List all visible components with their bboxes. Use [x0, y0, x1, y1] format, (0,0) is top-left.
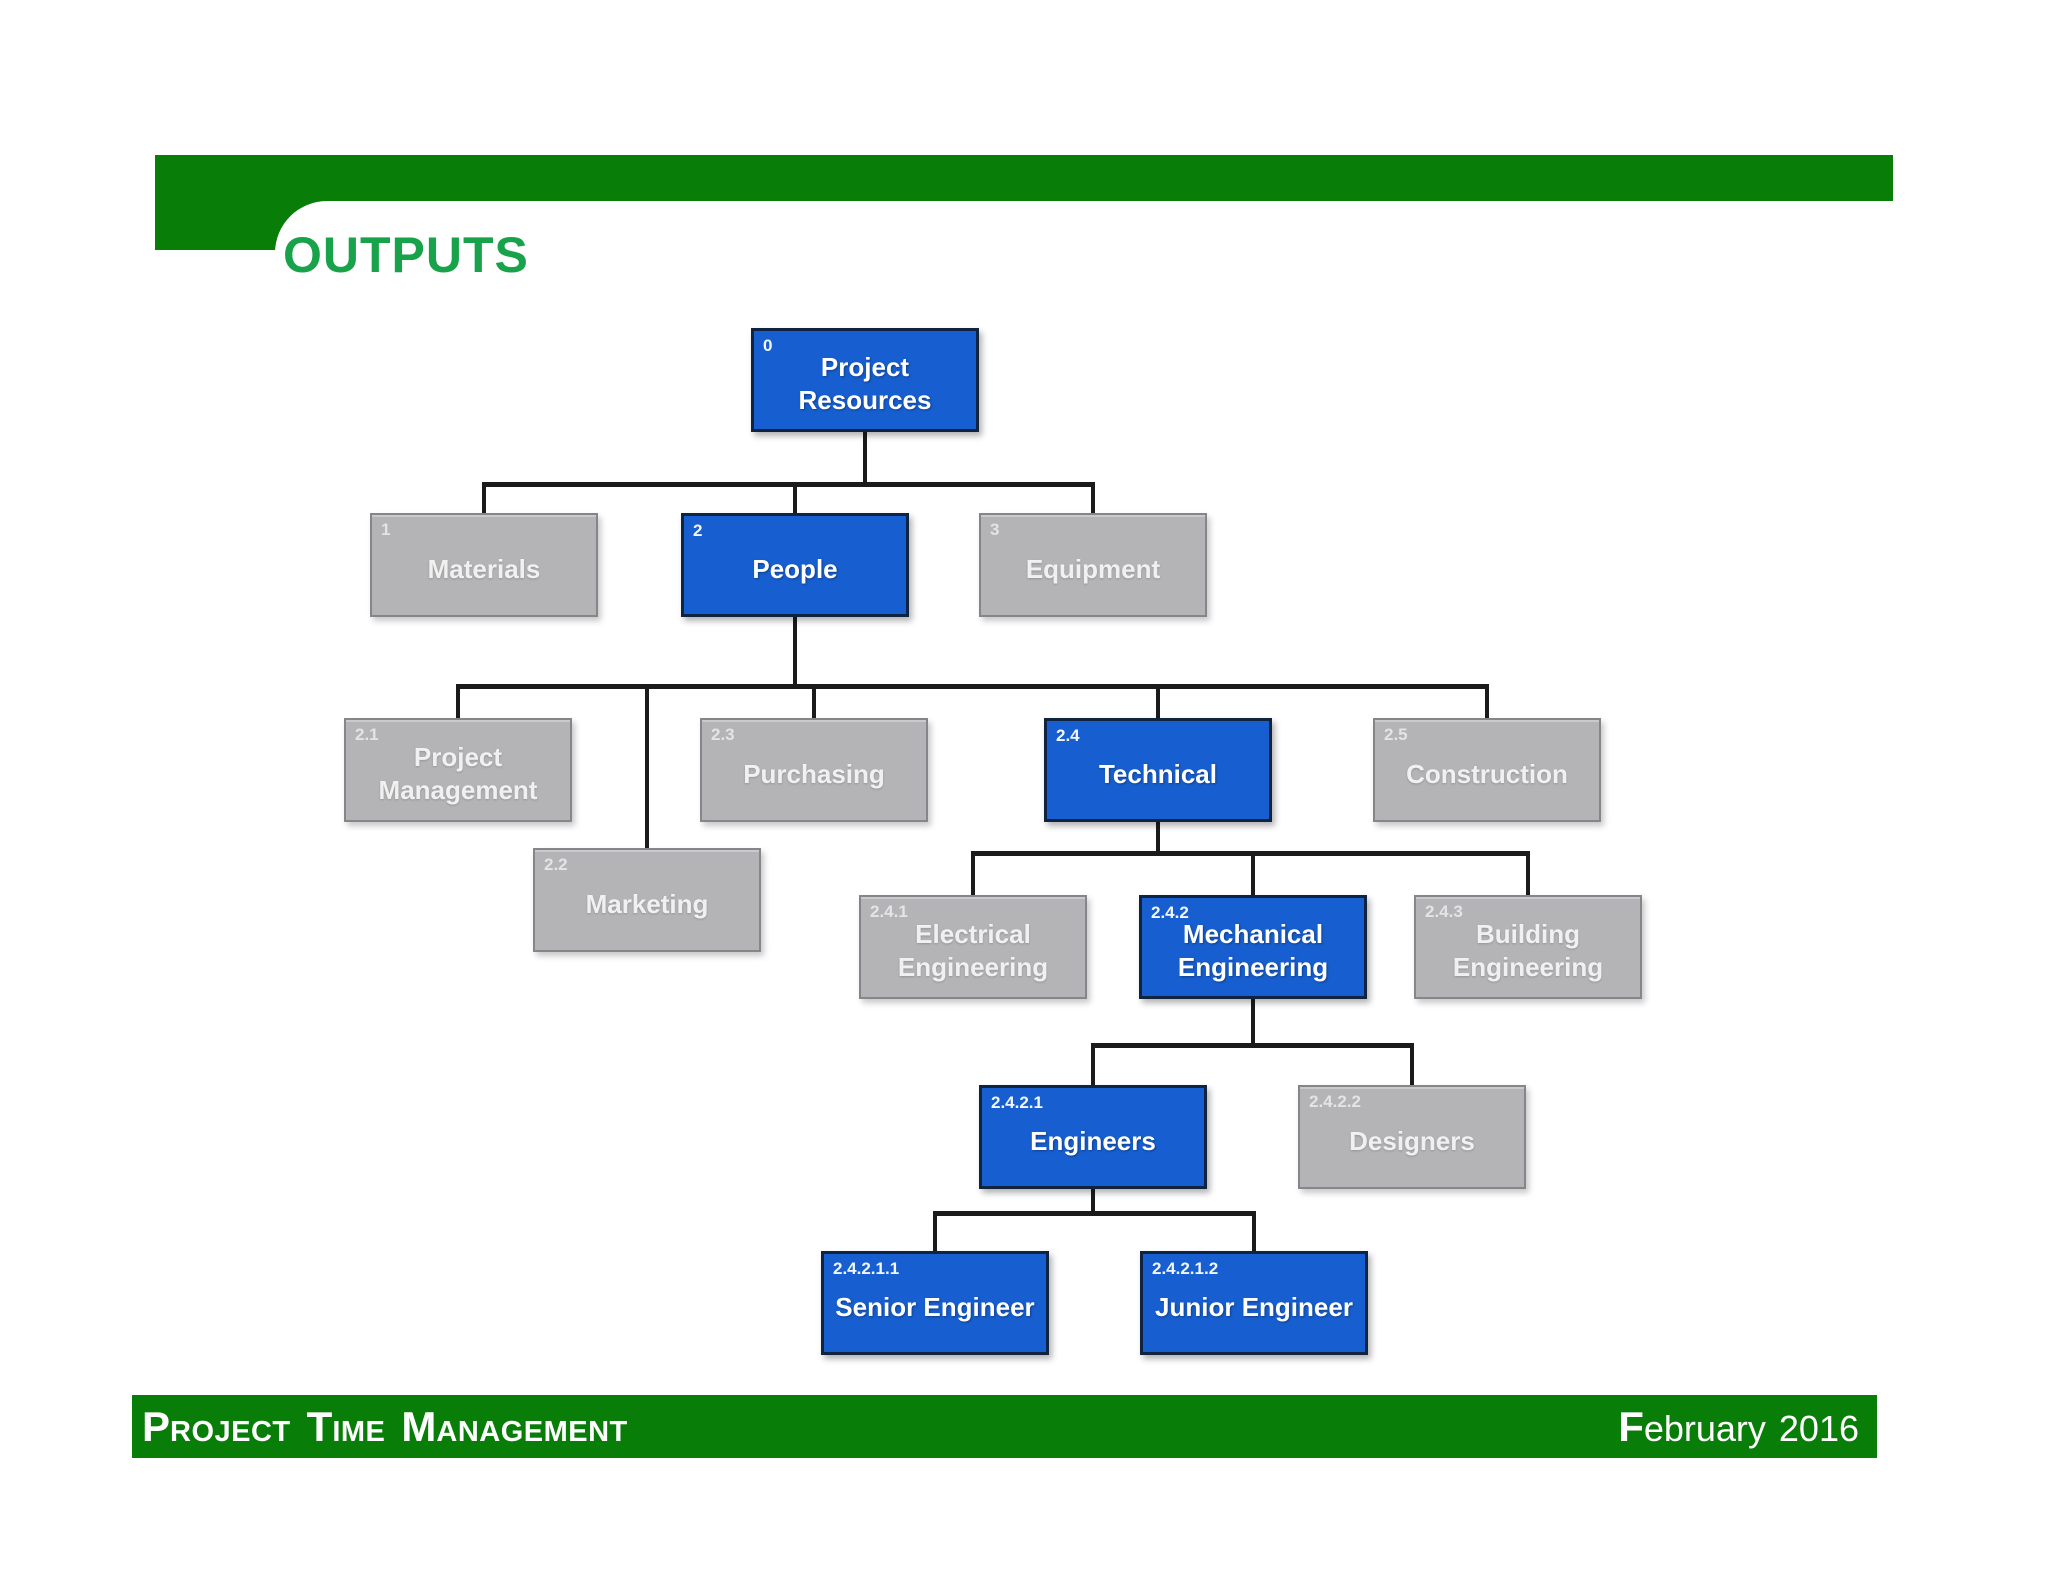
connector-horizontal [1091, 1043, 1414, 1048]
connector-vertical [971, 853, 975, 895]
node-label: Materials [427, 553, 541, 584]
node-label: Engineers [1030, 1125, 1156, 1156]
node-code: 2.3 [711, 725, 735, 744]
connector-horizontal [971, 851, 1530, 856]
node-label: Construction [1406, 758, 1568, 789]
connector-vertical [812, 686, 816, 718]
connector-vertical [1526, 853, 1530, 895]
node-code: 2.4.2.1.1 [833, 1259, 900, 1278]
connector-vertical [793, 617, 797, 688]
node-code: 0 [763, 336, 773, 355]
node-label: Purchasing [743, 758, 885, 789]
connector-horizontal [482, 482, 1095, 487]
node-label: Junior Engineer [1155, 1291, 1353, 1322]
node-label: Senior Engineer [835, 1291, 1035, 1322]
connector-vertical [645, 686, 649, 848]
connector-horizontal [456, 684, 1489, 689]
connector-vertical [1091, 1045, 1095, 1085]
node-code: 1 [381, 520, 391, 539]
connector-vertical [863, 432, 867, 486]
connector-vertical [793, 484, 797, 513]
connector-vertical [1091, 1189, 1095, 1215]
connector-vertical [1251, 999, 1255, 1047]
connector-vertical [933, 1213, 937, 1251]
node-code: 2.1 [355, 725, 379, 744]
node-label: People [752, 553, 838, 584]
node-code: 2.4.1 [870, 902, 908, 921]
node-code: 2.5 [1384, 725, 1408, 744]
node-code: 2.4 [1056, 726, 1080, 745]
connector-vertical [1251, 853, 1255, 895]
node-code: 3 [990, 520, 1000, 539]
header-bar [155, 155, 1893, 201]
connector-vertical [1252, 1213, 1256, 1251]
connector-vertical [456, 686, 460, 718]
footer-title: PROJECT TIME MANAGEMENT [142, 1403, 644, 1451]
node-code: 2.4.2 [1151, 903, 1189, 922]
connector-vertical [482, 484, 486, 513]
connector-horizontal [933, 1211, 1256, 1216]
node-code: 2.4.3 [1425, 902, 1463, 921]
footer-word: PROJECT [142, 1402, 291, 1450]
node-label: Equipment [1025, 553, 1161, 584]
node-label: Marketing [585, 888, 709, 919]
slide-title: OUTPUTS [283, 227, 529, 283]
node-code: 2 [693, 521, 703, 540]
footer-word: MANAGEMENT [401, 1402, 628, 1450]
node-code: 2.4.2.1 [991, 1093, 1043, 1112]
connector-vertical [1091, 484, 1095, 513]
footer-word: TIME [306, 1402, 386, 1450]
node-label: Technical [1098, 758, 1217, 789]
connector-vertical [1410, 1045, 1414, 1085]
connector-vertical [1156, 822, 1160, 855]
node-code: 2.2 [544, 855, 568, 874]
node-code: 2.4.2.2 [1309, 1092, 1361, 1111]
connector-vertical [1156, 686, 1160, 718]
node-code: 2.4.2.1.2 [1152, 1259, 1219, 1278]
connector-vertical [1485, 686, 1489, 718]
header-corner-mask [275, 201, 365, 291]
node-label: Designers [1349, 1125, 1475, 1156]
